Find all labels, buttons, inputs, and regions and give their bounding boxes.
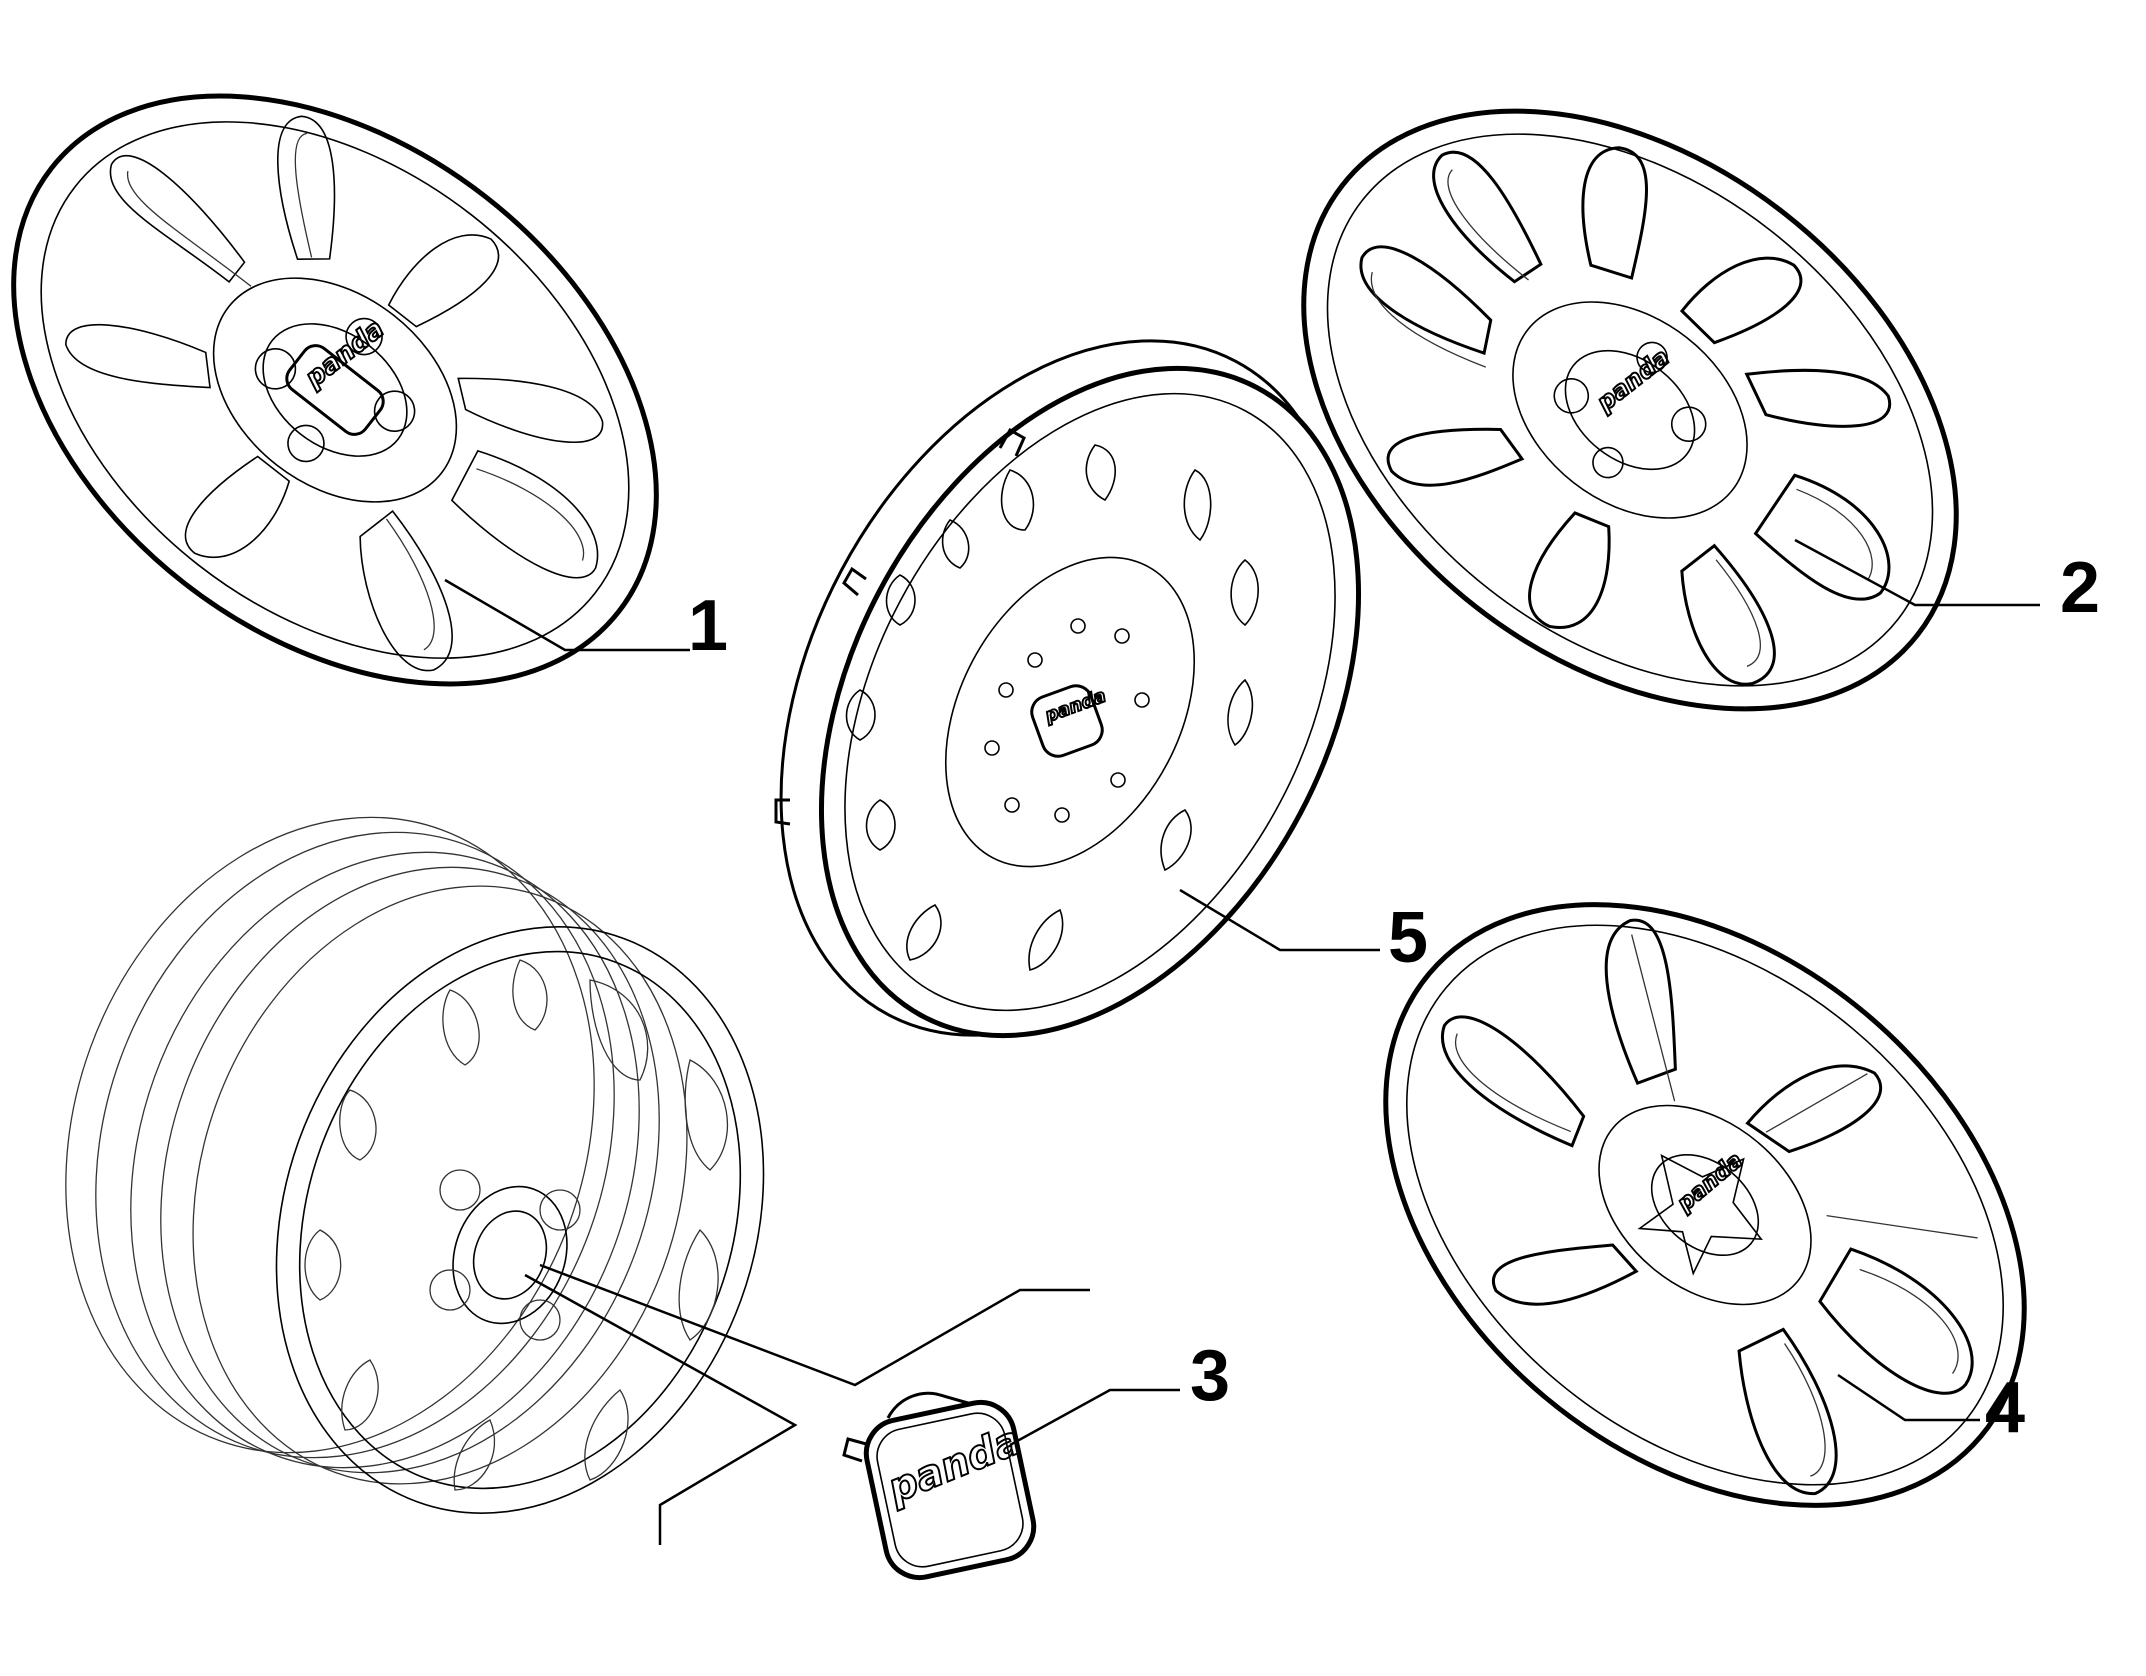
center-cap-3[interactable] (842, 1391, 1040, 1584)
leader-line-1 (444, 578, 690, 652)
exploded-view-lines (524, 1263, 1090, 1545)
wheel-cover-1[interactable] (0, 0, 770, 805)
leader-line-4 (1837, 1373, 1980, 1422)
alloy-wheel-assembly (65, 816, 765, 1514)
wheel-cover-2[interactable] (1188, 0, 2071, 832)
callout-4: 4 (1985, 1368, 2025, 1448)
wheel-cover-5[interactable] (668, 244, 1468, 1132)
callout-2: 2 (2060, 548, 2100, 628)
callout-5: 5 (1388, 898, 1428, 978)
wheel-cover-4[interactable] (1269, 782, 2142, 1628)
callout-3: 3 (1190, 1336, 1230, 1416)
callout-1: 1 (688, 586, 728, 666)
leader-line-3 (1009, 1388, 1180, 1447)
leader-line-2 (1794, 538, 2040, 607)
leader-line-5 (1179, 888, 1380, 952)
